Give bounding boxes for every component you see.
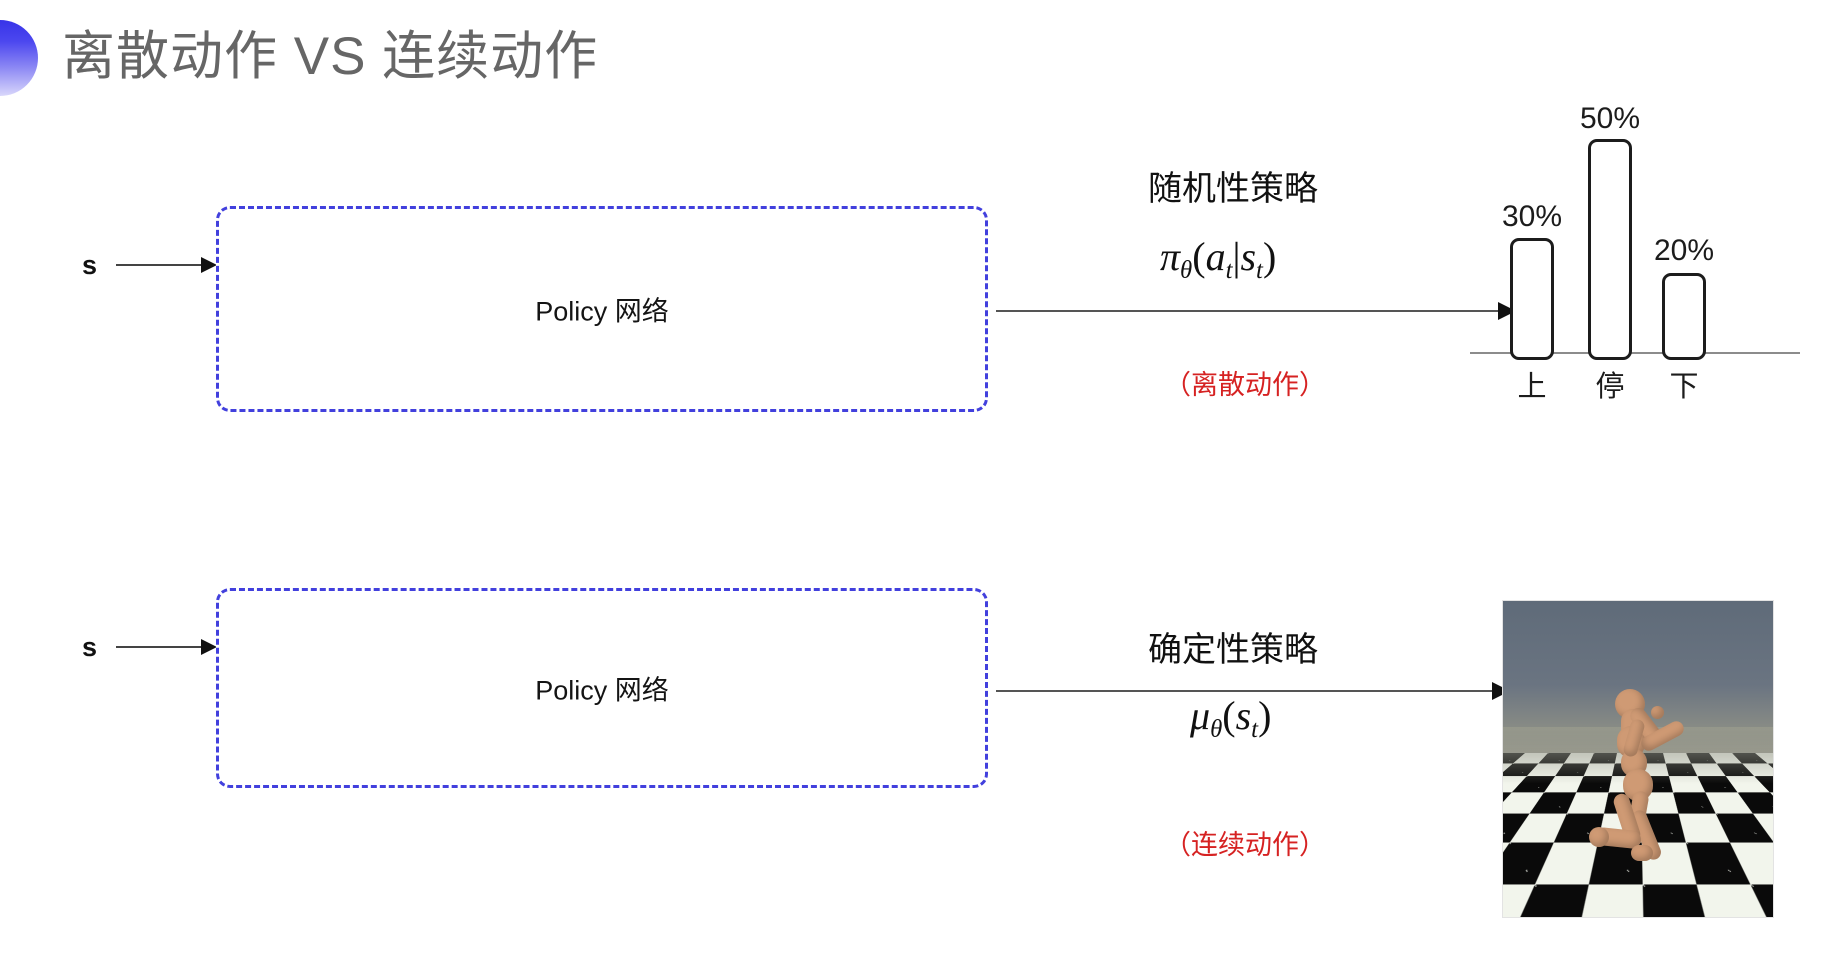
humanoid-foot-left [1589,827,1609,847]
bar-category-1: 停 [1595,371,1625,403]
output-arrow-row1 [996,302,1516,320]
page-title: 离散动作 VS 连续动作 [62,27,599,86]
formula-open-row1: ( [1192,234,1206,279]
bar-value-0: 30% [1501,200,1563,233]
formula-arg1-row1: a [1205,234,1226,279]
formula-arg1-row2: s [1235,693,1252,738]
discrete-action-bar-chart: 30% 上 50% 停 20% 下 [1470,102,1810,408]
formula-sub1-row1: t [1225,256,1233,284]
bar-1 [1588,139,1632,360]
gradient-half-circle-bullet-icon [0,20,38,96]
input-arrow-row2 [116,639,217,655]
action-kind-row2: （连续动作） [1164,830,1326,860]
chart-baseline-axis [1470,352,1800,354]
humanoid-simulation-image [1502,600,1774,918]
state-input-label-row2: s [82,632,98,662]
policy-network-label-row2: Policy 网络 [535,675,669,706]
formula-fn-row2: μ [1190,693,1211,738]
formula-theta-row2: θ [1210,715,1223,743]
policy-formula-row1: πθ(at|st) [1160,233,1276,285]
policy-network-box-row2[interactable]: Policy 网络 [216,588,988,788]
formula-sub2-row1: t [1256,256,1263,284]
formula-arg2-row1: s [1240,234,1257,279]
policy-kind-row1: 随机性策略 [1148,170,1318,208]
bar-category-2: 下 [1669,371,1699,403]
policy-network-box-row1[interactable]: Policy 网络 [216,206,988,412]
formula-bar-row1: | [1232,234,1241,279]
policy-formula-row2: μθ(st) [1190,692,1271,744]
bar-category-0: 上 [1517,371,1547,403]
formula-close-row1: ) [1262,234,1277,279]
formula-sub1-row2: t [1251,715,1259,743]
action-kind-row1: （离散动作） [1164,370,1326,400]
policy-network-label-row1: Policy 网络 [535,296,669,327]
formula-fn-row1: π [1160,234,1181,279]
humanoid-hand-right [1651,706,1664,719]
bar-2 [1662,273,1706,360]
formula-theta-row1: θ [1180,256,1193,284]
state-input-label-row1: s [82,250,98,280]
bar-0 [1510,238,1554,360]
bar-value-1: 50% [1579,102,1641,135]
formula-open-row2: ( [1222,693,1236,738]
input-arrow-row1 [116,257,217,273]
policy-kind-row2: 确定性策略 [1148,631,1318,669]
bar-value-2: 20% [1653,234,1715,267]
formula-close-row2: ) [1258,693,1272,738]
humanoid-foot-right [1631,845,1653,861]
